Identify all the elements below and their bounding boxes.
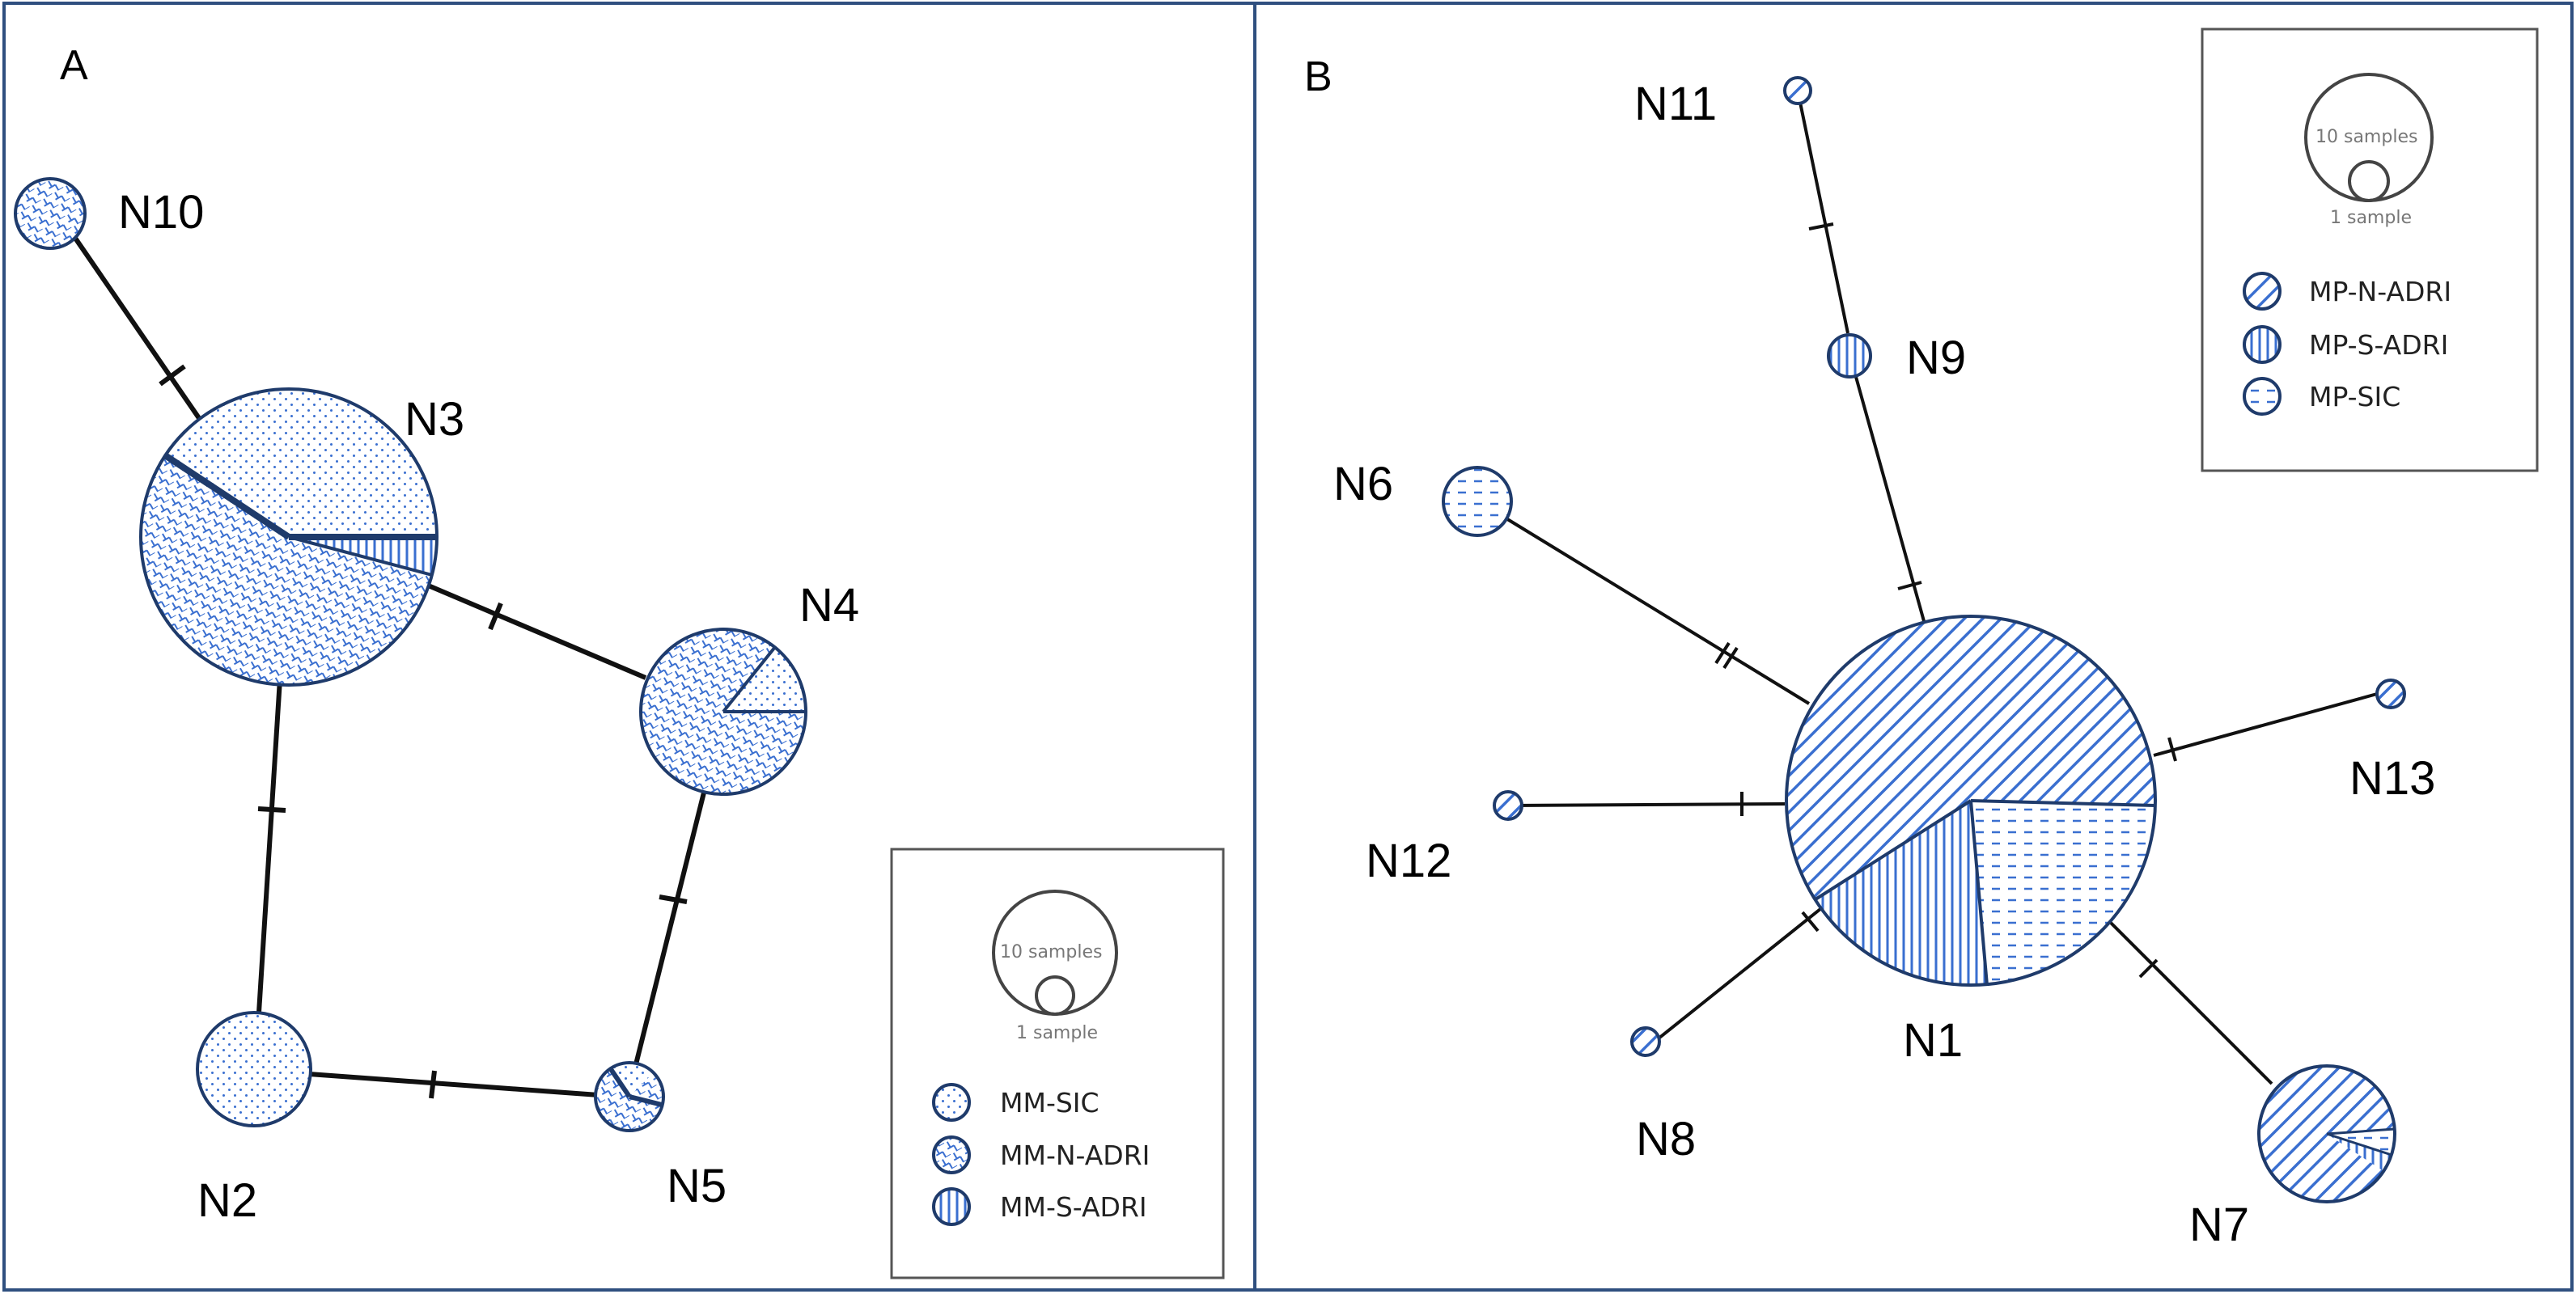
legend-a-size-big-label: 10 samples: [1000, 942, 1102, 962]
n5-slice-sic: [611, 1063, 654, 1097]
edge-n3-n4: [419, 580, 647, 680]
panel-a: A N10 N3: [14, 42, 1225, 1279]
edge-n12-n1: [1510, 802, 1786, 807]
edge-n9-n1: [1854, 376, 1926, 622]
node-n3: [139, 387, 439, 687]
node-n5: [594, 1061, 665, 1132]
legend-b-size-big-label: 10 samples: [2315, 127, 2417, 147]
edge-n6-n1: [1503, 516, 1811, 705]
node-label-n9: N9: [1906, 332, 1966, 384]
node-label-n11: N11: [1634, 78, 1717, 130]
tick-n7-n1: [2138, 958, 2159, 979]
node-label-n5: N5: [667, 1160, 727, 1212]
panel-b: B N11 N9 N6: [1304, 27, 2539, 1251]
tick-n3-n4: [488, 602, 503, 631]
n4-slice-sic: [723, 647, 807, 712]
legend-a-swatch-s-adri: [932, 1187, 971, 1226]
tick-n4-n5: [659, 894, 688, 904]
mutation-ticks-b: [1714, 222, 2177, 979]
node-label-n1: N1: [1903, 1014, 1963, 1067]
legend-a-label-n-adri: MM-N-ADRI: [1000, 1140, 1150, 1171]
edge-n2-n5: [308, 1072, 600, 1097]
legend-a-size-small: [1035, 975, 1075, 1016]
node-label-n8: N8: [1636, 1113, 1696, 1165]
legend-a-swatch-n-adri: [932, 1135, 971, 1174]
edge-n4-n5: [633, 792, 706, 1065]
node-n4: [639, 628, 807, 796]
node-n8: [1630, 1026, 1661, 1057]
legend-a-swatch-sic: [932, 1083, 971, 1122]
legend-b-label-sic: MP-SIC: [2309, 381, 2400, 412]
node-n11: [1783, 76, 1812, 105]
node-label-n2: N2: [197, 1174, 257, 1227]
tick-n3-n2: [257, 806, 286, 813]
legend-b: 10 samples 1 sample MP-N-ADRI MP-S-ADRI …: [2201, 27, 2539, 472]
node-label-n12: N12: [1366, 835, 1451, 887]
mutation-ticks-a: [159, 364, 688, 1099]
node-label-n7: N7: [2189, 1199, 2249, 1251]
node-n12: [1493, 790, 1523, 821]
node-label-n13: N13: [2349, 752, 2435, 805]
tick-n2-n5: [429, 1070, 437, 1099]
node-n6: [1442, 466, 1513, 537]
edge-n3-n2: [256, 679, 282, 1013]
legend-a-size-small-label: 1 sample: [1016, 1023, 1098, 1043]
tick-n6-n1-2: [1722, 646, 1739, 670]
edge-n13-n1: [2153, 692, 2378, 757]
node-label-n10: N10: [118, 186, 204, 239]
n7-slice-s-adri: [2327, 1134, 2392, 1171]
legend-b-size-small: [2348, 160, 2390, 202]
legend-b-label-s-adri: MP-S-ADRI: [2309, 329, 2448, 361]
tick-n8-n1: [1801, 911, 1820, 932]
legend-a: 10 samples 1 sample MM-SIC MM-N-ADRI MM-…: [890, 848, 1225, 1279]
node-n13: [2375, 679, 2406, 709]
node-n1: [1785, 615, 2157, 987]
tick-n6-n1-1: [1714, 641, 1731, 665]
n1-slice-s-adri: [1815, 801, 1987, 986]
node-n7: [2257, 1064, 2396, 1203]
node-n10: [14, 177, 87, 250]
n7-slice-sic: [2327, 1129, 2396, 1155]
tick-n11-n9: [1808, 222, 1834, 230]
node-label-n6: N6: [1333, 458, 1393, 510]
edge-n10-n3: [70, 233, 203, 422]
edge-n8-n1: [1657, 907, 1822, 1040]
tick-n13-n1: [2167, 737, 2177, 762]
node-n2: [196, 1011, 312, 1127]
legend-b-size-small-label: 1 sample: [2330, 208, 2412, 228]
edges-a: [70, 233, 706, 1097]
panel-label-a: A: [60, 42, 88, 89]
n1-slice-sic: [1971, 801, 2155, 985]
legend-b-swatch-n-adri: [2243, 272, 2282, 311]
legend-b-label-n-adri: MP-N-ADRI: [2309, 276, 2451, 307]
edge-n11-n9: [1796, 90, 1849, 334]
node-label-n4: N4: [799, 579, 859, 632]
node-label-n3: N3: [405, 393, 464, 446]
legend-b-swatch-sic: [2243, 377, 2282, 416]
node-n9: [1827, 333, 1872, 378]
edges-b: [1503, 90, 2378, 1085]
tick-n9-n1: [1897, 581, 1922, 590]
legend-b-swatch-s-adri: [2243, 325, 2282, 364]
edge-n7-n1: [2105, 917, 2273, 1085]
legend-a-label-s-adri: MM-S-ADRI: [1000, 1191, 1147, 1223]
panel-label-b: B: [1304, 53, 1332, 100]
tick-n10-n3: [159, 364, 186, 387]
legend-a-label-sic: MM-SIC: [1000, 1087, 1099, 1119]
